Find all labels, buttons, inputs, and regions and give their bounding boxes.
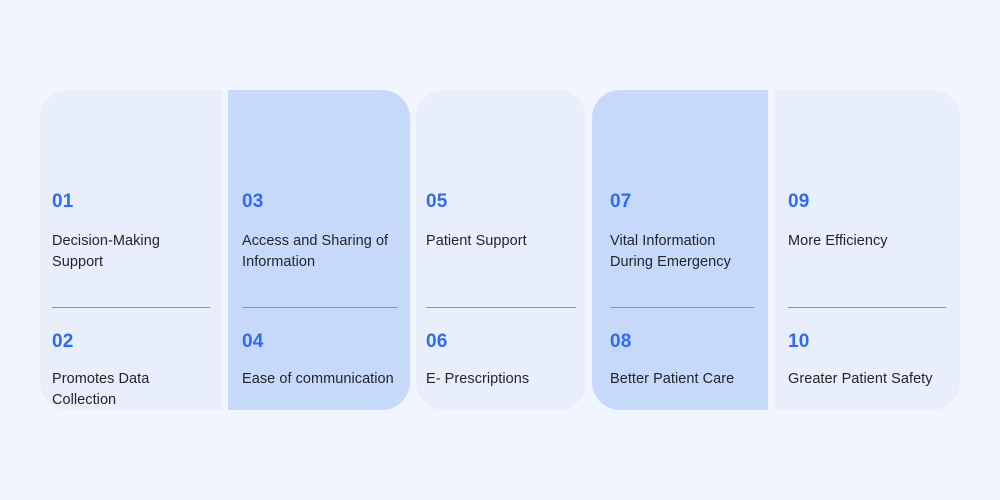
entry-08[interactable]: 08 Better Patient Care: [610, 332, 754, 390]
entry-number: 01: [52, 191, 74, 212]
card-5[interactable]: 09 More Efficiency 10 Greater Patient Sa…: [774, 90, 960, 410]
cards-row: 01 Decision-Making Support 02 Promotes D…: [40, 90, 960, 410]
entry-02[interactable]: 02 Promotes Data Collection: [52, 332, 210, 411]
entry-10[interactable]: 10 Greater Patient Safety: [788, 332, 948, 390]
card-3-divider: [426, 307, 576, 308]
entry-label: Promotes Data Collection: [52, 371, 150, 409]
entry-label: Patient Support: [426, 233, 527, 249]
entry-07[interactable]: 07 Vital Information During Emergency: [610, 192, 754, 273]
entry-09[interactable]: 09 More Efficiency: [788, 192, 948, 252]
entry-number: 06: [426, 331, 448, 352]
entry-number: 09: [788, 191, 810, 212]
card-5-inner: 09 More Efficiency 10 Greater Patient Sa…: [774, 142, 960, 410]
entry-05[interactable]: 05 Patient Support: [426, 192, 574, 252]
entry-number: 04: [242, 331, 264, 352]
card-4-inner: 07 Vital Information During Emergency 08…: [592, 142, 768, 410]
entry-label: More Efficiency: [788, 233, 888, 249]
card-5-divider: [788, 307, 946, 308]
entry-number: 08: [610, 331, 632, 352]
entry-number: 02: [52, 331, 74, 352]
entry-number: 03: [242, 191, 264, 212]
entry-label: Better Patient Care: [610, 371, 735, 387]
card-3-inner: 05 Patient Support 06 E- Prescriptions: [416, 142, 586, 410]
entry-label: E- Prescriptions: [426, 371, 530, 387]
card-1-divider: [52, 307, 210, 308]
card-4-divider: [610, 307, 754, 308]
card-3[interactable]: 05 Patient Support 06 E- Prescriptions: [416, 90, 586, 410]
entry-06[interactable]: 06 E- Prescriptions: [426, 332, 574, 390]
card-1-inner: 01 Decision-Making Support 02 Promotes D…: [40, 142, 222, 410]
entry-label: Greater Patient Safety: [788, 371, 933, 387]
entry-label: Ease of communication: [242, 371, 394, 387]
entry-03[interactable]: 03 Access and Sharing of Information: [242, 192, 398, 273]
entry-label: Decision-Making Support: [52, 233, 160, 271]
card-2-inner: 03 Access and Sharing of Information 04 …: [228, 142, 410, 410]
entry-04[interactable]: 04 Ease of communication: [242, 332, 398, 390]
entry-label: Vital Information During Emergency: [610, 233, 731, 271]
entry-number: 10: [788, 331, 810, 352]
card-4[interactable]: 07 Vital Information During Emergency 08…: [592, 90, 768, 410]
entry-label: Access and Sharing of Information: [242, 233, 389, 271]
card-1[interactable]: 01 Decision-Making Support 02 Promotes D…: [40, 90, 222, 410]
entry-number: 05: [426, 191, 448, 212]
entry-number: 07: [610, 191, 632, 212]
card-2[interactable]: 03 Access and Sharing of Information 04 …: [228, 90, 410, 410]
entry-01[interactable]: 01 Decision-Making Support: [52, 192, 210, 273]
card-2-divider: [242, 307, 398, 308]
